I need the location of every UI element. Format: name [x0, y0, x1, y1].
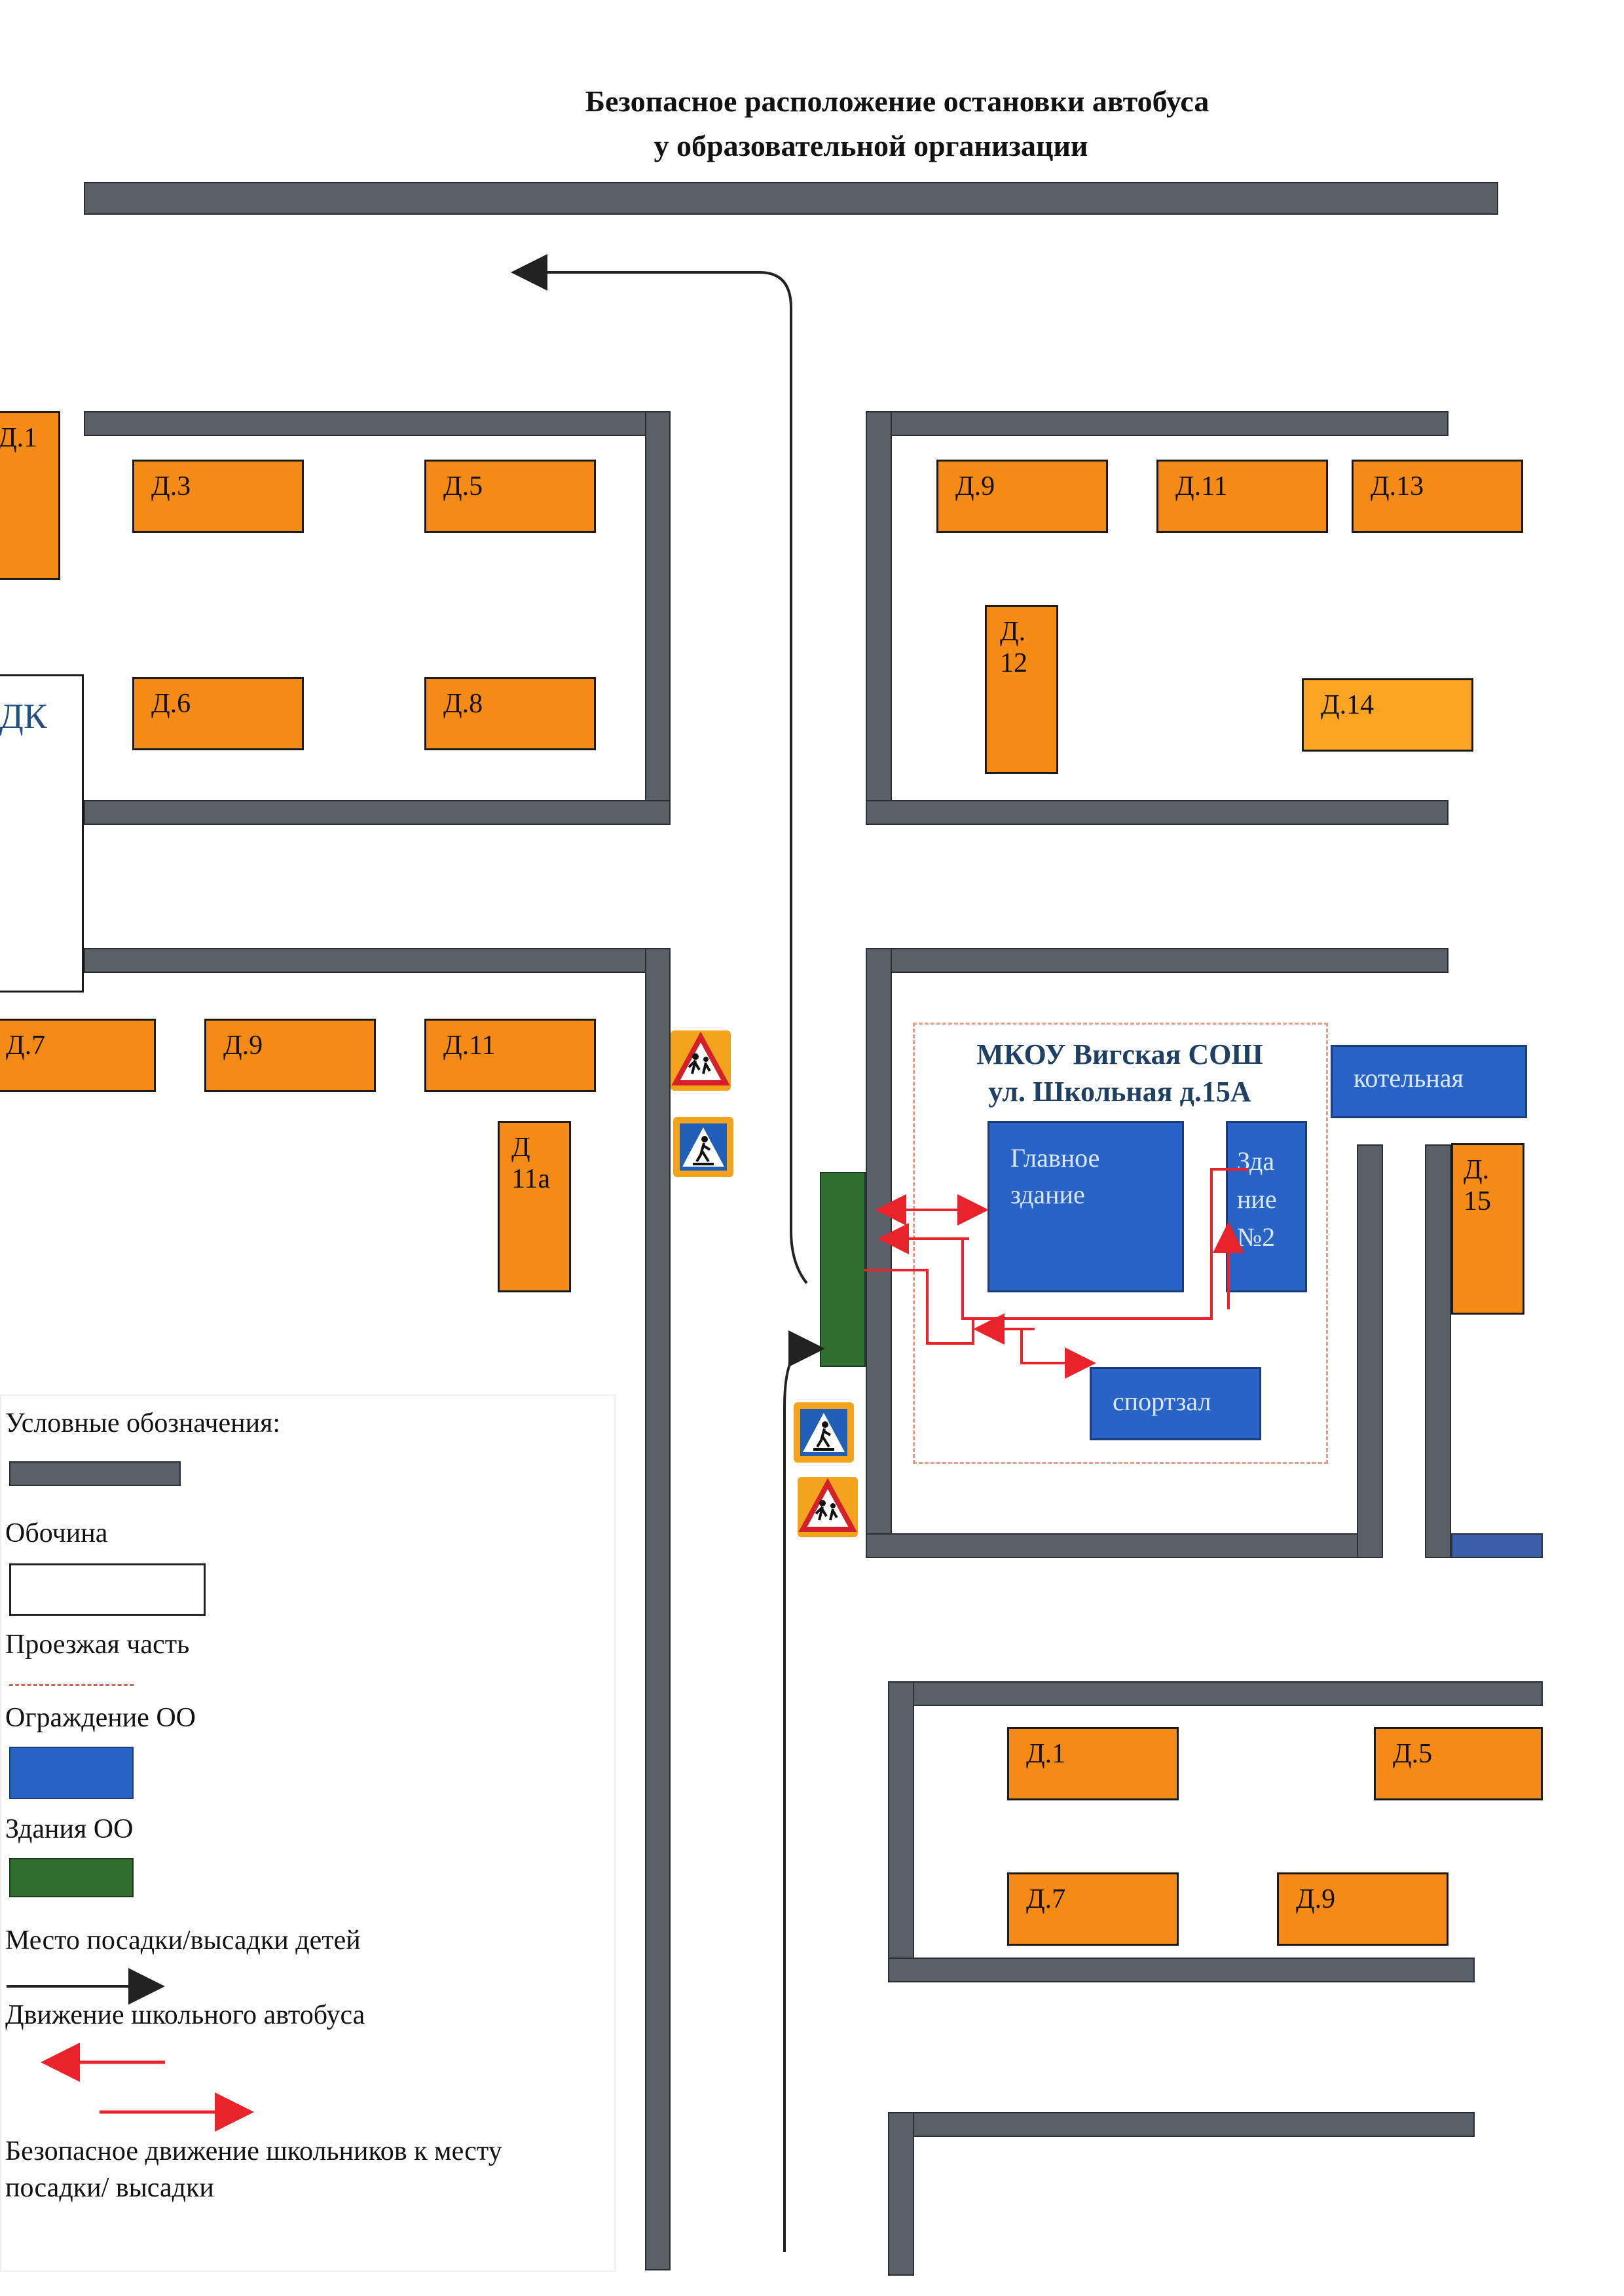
- house-d8: Д.8: [424, 677, 596, 750]
- house-d13: Д.13: [1352, 460, 1523, 533]
- school-gym: спортзал: [1090, 1367, 1261, 1440]
- legend-item-bus-route: Движение школьного автобуса: [5, 2000, 365, 2030]
- road-block-a-right: [645, 411, 671, 825]
- house-dk: ДК: [0, 674, 84, 993]
- road-block-a-top: [84, 411, 671, 436]
- map-title-line2: у образовательной организации: [654, 129, 1088, 162]
- bus-stop-boarding-area: [820, 1172, 866, 1367]
- school-fence: [913, 1023, 1328, 1464]
- house-d3: Д.3: [132, 460, 304, 533]
- road-block-b-left: [866, 411, 892, 825]
- children-crossing-sign-icon: [798, 1477, 858, 1537]
- road-block-b-bottom: [866, 800, 1449, 825]
- school-name: МКОУ Вигская СОШ ул. Школьная д.15А: [917, 1036, 1323, 1110]
- road-school-right: [1357, 1144, 1383, 1558]
- legend-heading: Условные обозначения:: [5, 1408, 281, 1438]
- house-d1-top: Д.1: [0, 411, 60, 580]
- house-d9-left: Д.9: [204, 1019, 376, 1092]
- house-d12-line2: 12: [1000, 648, 1027, 679]
- road-block-e-left: [888, 2112, 914, 2276]
- children-crossing-sign-icon: [671, 1030, 731, 1091]
- house-d5-top: Д.5: [424, 460, 596, 533]
- house-d12-line1: Д.: [1000, 617, 1026, 647]
- house-d7-bottom: Д.7: [1007, 1872, 1179, 1946]
- road-school-bottom: [866, 1533, 1383, 1558]
- house-d1-bottom: Д.1: [1007, 1727, 1179, 1800]
- legend-item-shoulder: Обочина: [5, 1518, 108, 1548]
- house-d9-top-right: Д.9: [936, 460, 1108, 533]
- legend-item-buildings: Здания ОО: [5, 1814, 134, 1844]
- road-block-d-top: [888, 1681, 1543, 1706]
- map-legend: Условные обозначения: Обочина Проезжая ч…: [0, 1394, 616, 2272]
- map-title-line1: Безопасное расположение остановки автобу…: [585, 84, 1209, 118]
- road-block-d-left: [888, 1681, 914, 1982]
- house-d11a: Д 11а: [498, 1121, 571, 1292]
- road-block-a-bottom: [84, 800, 671, 825]
- legend-swatch-fence: [9, 1684, 134, 1686]
- legend-item-student-route-line2: посадки/ высадки: [5, 2173, 214, 2203]
- road-block-c-top: [84, 948, 671, 973]
- house-d11a-line2: 11а: [511, 1164, 551, 1195]
- road-d15-left: [1425, 1144, 1451, 1558]
- road-block-e-top: [888, 2112, 1475, 2137]
- legend-item-bus-stop: Место посадки/высадки детей: [5, 1925, 361, 1956]
- road-top: [84, 182, 1498, 215]
- main-building-label-line2: здание: [1010, 1180, 1085, 1209]
- road-block-b-top: [866, 411, 1449, 436]
- legend-item-fence: Ограждение ОО: [5, 1703, 196, 1733]
- house-d15-line1: Д.: [1464, 1155, 1490, 1185]
- house-d12: Д. 12: [985, 605, 1058, 774]
- school-name-line1: МКОУ Вигская СОШ: [976, 1038, 1263, 1070]
- pedestrian-crossing-sign-icon: [673, 1117, 733, 1177]
- house-d15: Д. 15: [1451, 1143, 1524, 1315]
- house-d5-bottom: Д.5: [1374, 1727, 1543, 1800]
- house-d11-left: Д.11: [424, 1019, 596, 1092]
- road-d15-bottom-blue: [1451, 1533, 1543, 1558]
- road-block-c-right: [645, 948, 671, 2270]
- house-d15-line2: 15: [1464, 1186, 1491, 1217]
- legend-swatch-roadway: [9, 1563, 206, 1616]
- road-block-d-bottom: [888, 1958, 1475, 1982]
- legend-swatch-shoulder: [9, 1461, 181, 1486]
- house-d6: Д.6: [132, 677, 304, 750]
- bus-route-line: [783, 1330, 825, 2252]
- main-building-label-line1: Главное: [1010, 1143, 1100, 1173]
- bus-route-line-north: [511, 254, 808, 1285]
- legend-item-roadway: Проезжая часть: [5, 1630, 190, 1660]
- building-2-label-line1: Зда: [1237, 1146, 1275, 1176]
- student-routes: [864, 1168, 1248, 1379]
- house-d7-left: Д.7: [0, 1019, 156, 1092]
- house-d11-top-right: Д.11: [1156, 460, 1328, 533]
- road-school-top: [866, 948, 1449, 973]
- legend-swatch-bus-stop: [9, 1858, 134, 1897]
- house-d11a-line1: Д: [511, 1133, 530, 1163]
- building-2-label-line2: ние: [1237, 1184, 1277, 1214]
- house-d14: Д.14: [1302, 678, 1473, 752]
- school-main-building: Главное здание: [987, 1121, 1184, 1292]
- school-address: ул. Школьная д.15А: [988, 1076, 1251, 1108]
- legend-arrows: [7, 1968, 254, 2132]
- legend-item-student-route-line1: Безопасное движение школьников к месту: [5, 2136, 502, 2166]
- house-d9-bottom: Д.9: [1277, 1872, 1449, 1946]
- pedestrian-crossing-sign-icon: [794, 1402, 854, 1463]
- legend-swatch-buildings: [9, 1747, 134, 1799]
- school-building-2: Зда ние №2: [1226, 1121, 1307, 1292]
- school-boiler-room: котельная: [1331, 1045, 1527, 1118]
